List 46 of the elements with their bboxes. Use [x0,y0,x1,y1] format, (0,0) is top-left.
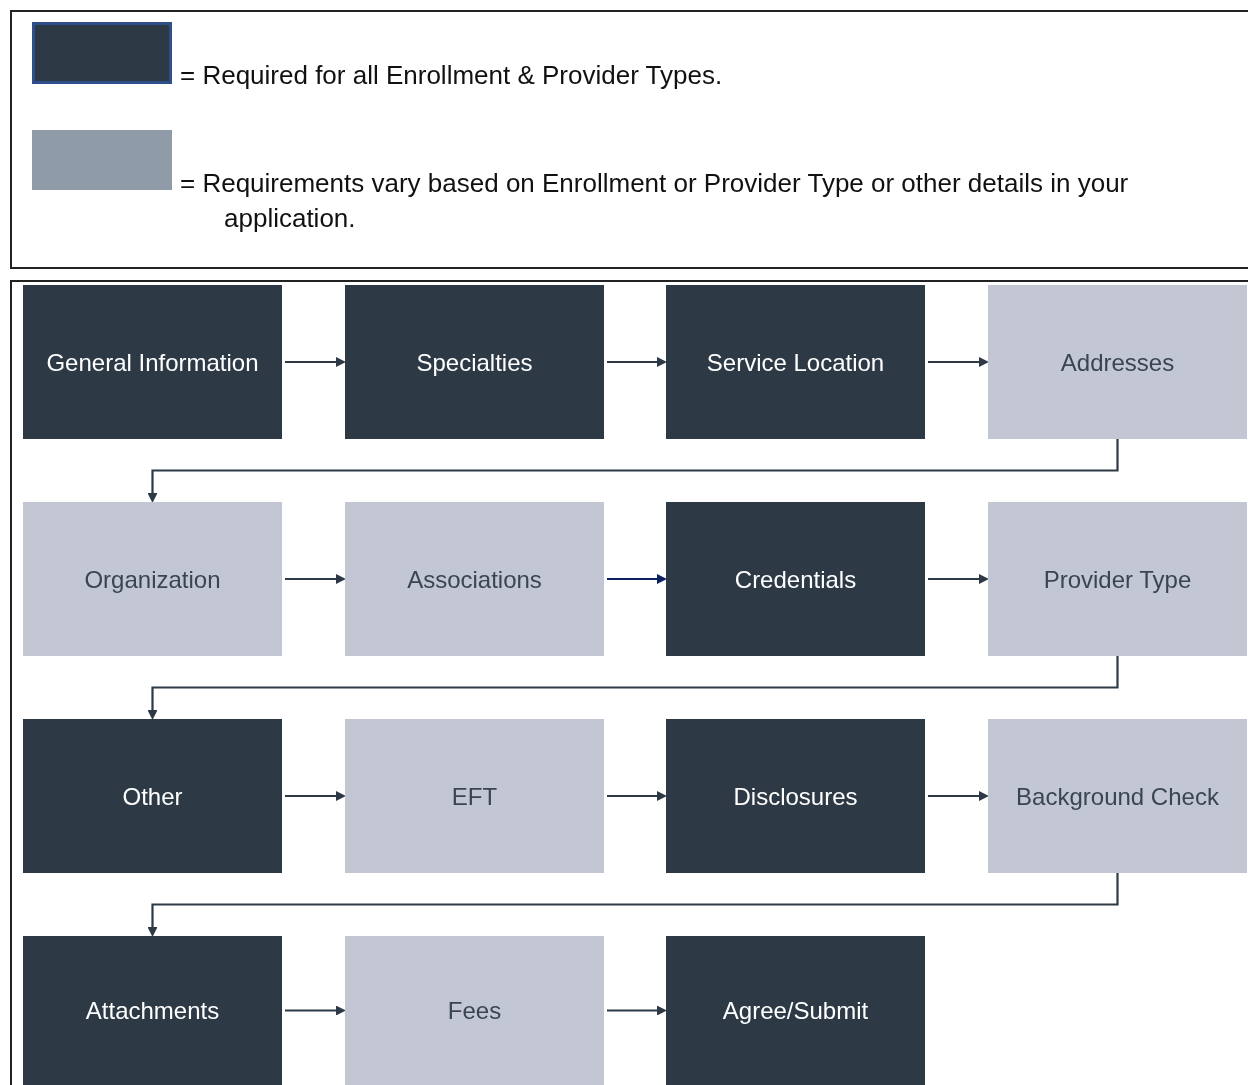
step-label: Disclosures [733,782,858,810]
legend-text: = Required for all Enrollment & Provider Types. [180,59,724,92]
step-label: Addresses [1060,348,1175,376]
step-box [345,502,604,656]
arrow [147,439,1119,503]
step-box [988,719,1247,873]
step-label: Attachments [85,997,220,1024]
arrow [285,791,346,801]
step-box [23,719,282,873]
step-label: Specialties [416,348,533,376]
step-label: Other [122,782,183,810]
legend-text: = Requirements vary based on Enrollment or Provider Type or other details in your application. [180,167,1130,235]
step-box [345,285,604,439]
step-label: Background Check [1016,782,1219,810]
arrow [285,357,346,367]
arrow [285,574,346,584]
arrow [285,1005,346,1016]
step-label: Fees [447,997,502,1024]
step-label: Organization [84,565,221,593]
arrow [928,791,989,801]
arrow [928,574,989,584]
step-box [23,502,282,656]
arrow [607,357,667,367]
step-label: EFT [451,782,498,810]
step-label: Agree/Submit [722,997,869,1024]
arrow [607,1005,667,1016]
step-box [666,285,925,439]
step-box [666,936,925,1085]
step-box [23,936,282,1085]
step-box [23,285,282,439]
step-box [666,502,925,656]
step-box [988,502,1247,656]
step-box [988,285,1247,439]
arrow [607,574,667,584]
arrow [928,357,989,367]
step-box [345,719,604,873]
arrow [607,791,667,801]
step-box [666,719,925,873]
arrow [147,656,1119,720]
step-label: Credentials [734,565,857,593]
step-label: General Information [46,348,259,376]
arrow [147,873,1119,937]
step-label: Service Location [706,348,885,376]
step-box [345,936,604,1085]
step-label: Provider Type [1043,565,1192,593]
step-label: Associations [407,565,542,593]
